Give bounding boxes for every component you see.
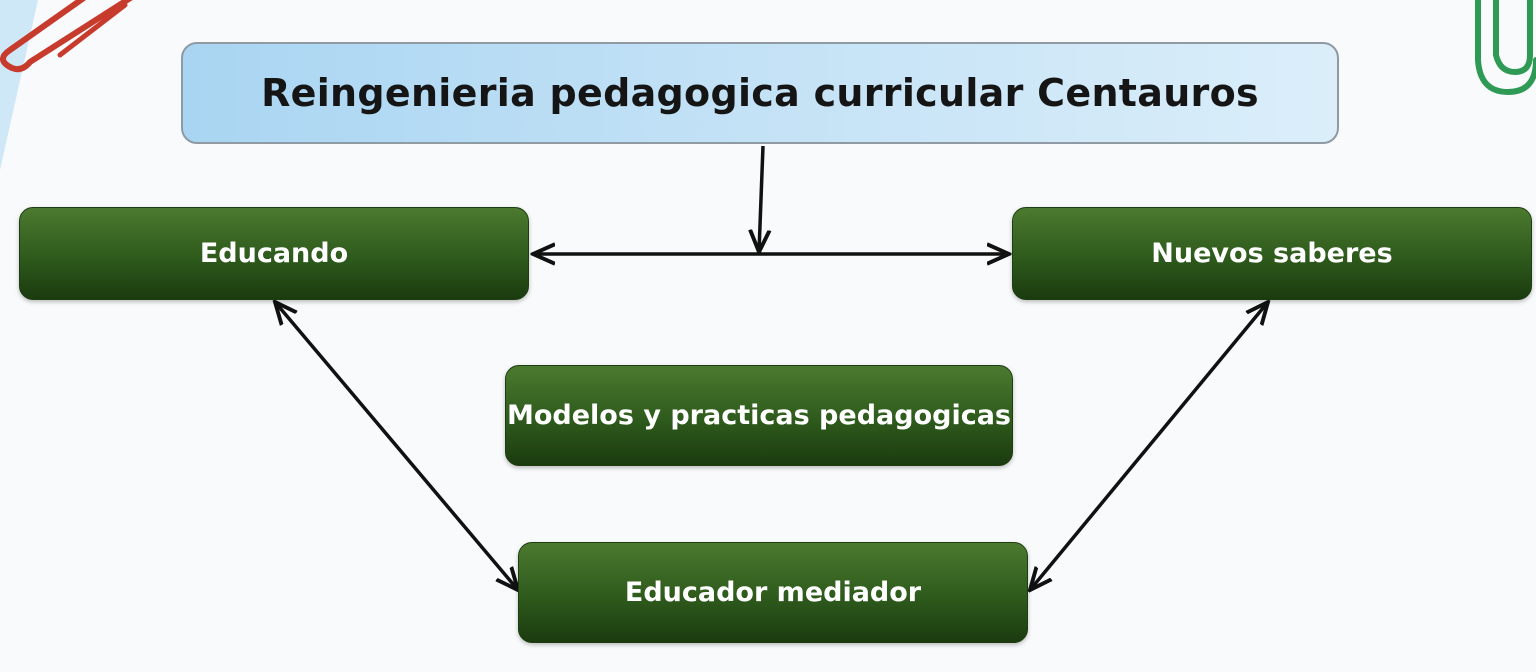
arrow-title-to-junction [759,145,763,252]
node-educador-mediador-label: Educador mediador [624,577,922,608]
arrow-educando-educador [275,302,518,590]
node-educando-label: Educando [199,238,349,269]
node-nuevos-saberes-label: Nuevos saberes [1151,238,1393,269]
diagram-title: Reingenieria pedagogica curricular Centa… [261,71,1259,115]
node-nuevos-saberes: Nuevos saberes [1012,207,1532,300]
right-paperclip-icon [1475,0,1536,96]
left-paperclip-icon [0,0,133,73]
corner-accent-shape [0,0,38,170]
node-modelos-practicas: Modelos y practicas pedagogicas [505,365,1013,466]
arrow-nuevos-saberes-educador [1030,302,1268,590]
node-educador-mediador: Educador mediador [518,542,1028,643]
diagram-title-box: Reingenieria pedagogica curricular Centa… [181,42,1339,144]
node-modelos-practicas-label: Modelos y practicas pedagogicas [507,400,1011,431]
node-educando: Educando [19,207,529,300]
